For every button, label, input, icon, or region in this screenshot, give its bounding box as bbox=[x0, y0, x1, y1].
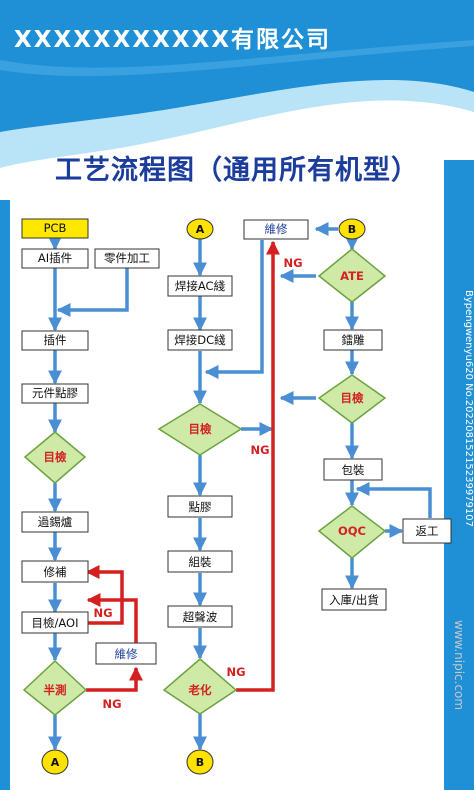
connector-b-start bbox=[338, 218, 366, 240]
diamond-visual-inspect-col3 bbox=[317, 374, 387, 424]
label-ng-aoi: NG bbox=[93, 606, 112, 620]
node-ultrasonic bbox=[167, 605, 233, 628]
node-parts-processing bbox=[94, 248, 160, 269]
label-weld-dc: 焊接DC綫 bbox=[174, 333, 226, 347]
label-ng-repair-return: NG bbox=[283, 256, 302, 270]
node-manual-insert bbox=[21, 330, 89, 351]
label-connector-a-start: A bbox=[196, 223, 205, 236]
label-pack: 包裝 bbox=[342, 463, 365, 477]
diamond-oqc bbox=[317, 505, 387, 559]
node-rework bbox=[402, 518, 452, 544]
node-weld-ac bbox=[167, 275, 233, 297]
site-watermark: www.nipic.com bbox=[452, 620, 466, 711]
connector-a-end bbox=[41, 749, 69, 775]
label-glue-col1: 元件點膠 bbox=[32, 386, 78, 400]
node-weld-dc bbox=[167, 329, 233, 351]
label-ate: ATE bbox=[340, 269, 364, 283]
company-name: XXXXXXXXXXX有限公司 bbox=[14, 27, 332, 53]
connector-a-start bbox=[186, 218, 214, 240]
arrow-repair-return bbox=[204, 240, 264, 379]
ng-arrow-aoi-to-repair bbox=[85, 565, 124, 625]
label-glue-col2: 點膠 bbox=[189, 500, 212, 514]
node-assembly bbox=[167, 550, 233, 573]
label-rework: 返工 bbox=[416, 524, 439, 538]
diamond-visual-inspect-col2 bbox=[157, 403, 243, 456]
label-oqc: OQC bbox=[338, 524, 366, 538]
node-pcb bbox=[21, 218, 89, 239]
label-ng-test: NG bbox=[102, 697, 121, 711]
node-wave-solder bbox=[21, 511, 89, 533]
node-glue-col1 bbox=[21, 383, 89, 404]
label-ai-insert: AI插件 bbox=[38, 251, 72, 265]
node-glue-col2 bbox=[167, 495, 233, 518]
left-lower-band bbox=[0, 200, 10, 790]
diamond-aging bbox=[162, 658, 238, 715]
label-pcb: PCB bbox=[44, 221, 67, 235]
ng-arrow-test-to-maintenance bbox=[86, 666, 143, 692]
watermark-text: Bypengwenyu620 No.20220815215239979107 bbox=[463, 290, 474, 528]
label-connector-a-end: A bbox=[51, 756, 60, 769]
label-aging: 老化 bbox=[188, 683, 212, 697]
label-weld-ac: 焊接AC綫 bbox=[175, 279, 226, 293]
label-half-test: 半測 bbox=[44, 683, 67, 697]
label-maintenance-col1: 維修 bbox=[115, 647, 138, 661]
node-maintenance-col3 bbox=[243, 219, 309, 240]
node-warehouse bbox=[321, 588, 387, 611]
arrow-rework-return bbox=[355, 482, 432, 518]
label-ng-inspect-col2: NG bbox=[250, 443, 269, 457]
node-ai-insert bbox=[21, 248, 89, 269]
diamond-half-test bbox=[22, 659, 88, 716]
label-warehouse: 入庫/出貨 bbox=[329, 593, 379, 607]
page-title: 工艺流程图（通用所有机型） bbox=[55, 155, 419, 186]
node-engrave bbox=[323, 329, 383, 351]
label-connector-b-end: B bbox=[196, 756, 204, 769]
label-assembly: 組裝 bbox=[189, 555, 212, 569]
label-connector-b-start: B bbox=[348, 223, 356, 236]
ng-arrow-maintenance-to-aoi bbox=[86, 593, 138, 643]
label-wave-solder: 過錫爐 bbox=[38, 515, 73, 529]
label-repair: 修補 bbox=[44, 565, 67, 579]
ng-arrow-aging-to-repair bbox=[236, 240, 280, 692]
label-engrave: 鐳雕 bbox=[342, 333, 365, 347]
right-edge-strip bbox=[444, 160, 474, 790]
label-parts-processing: 零件加工 bbox=[104, 251, 150, 265]
label-maintenance-col3: 維修 bbox=[265, 222, 288, 236]
label-visual-inspect-col3: 目檢 bbox=[341, 391, 364, 405]
label-visual-inspect-col1: 目檢 bbox=[44, 450, 67, 464]
diamond-visual-inspect-col1 bbox=[23, 431, 87, 484]
node-pack bbox=[323, 458, 383, 481]
header-highlight bbox=[0, 40, 474, 77]
node-maintenance-col1 bbox=[95, 642, 157, 665]
connector-b-end bbox=[186, 749, 214, 775]
label-manual-insert: 插件 bbox=[44, 333, 67, 347]
node-repair bbox=[21, 560, 89, 583]
label-ng-aging: NG bbox=[226, 665, 245, 679]
arrow-parts-to-line bbox=[56, 268, 129, 317]
label-visual-aoi: 目檢/AOI bbox=[32, 616, 79, 630]
diamond-ate bbox=[317, 248, 387, 303]
label-ultrasonic: 超聲波 bbox=[183, 610, 218, 624]
node-visual-aoi bbox=[21, 611, 89, 634]
label-visual-inspect-col2: 目檢 bbox=[189, 422, 212, 436]
